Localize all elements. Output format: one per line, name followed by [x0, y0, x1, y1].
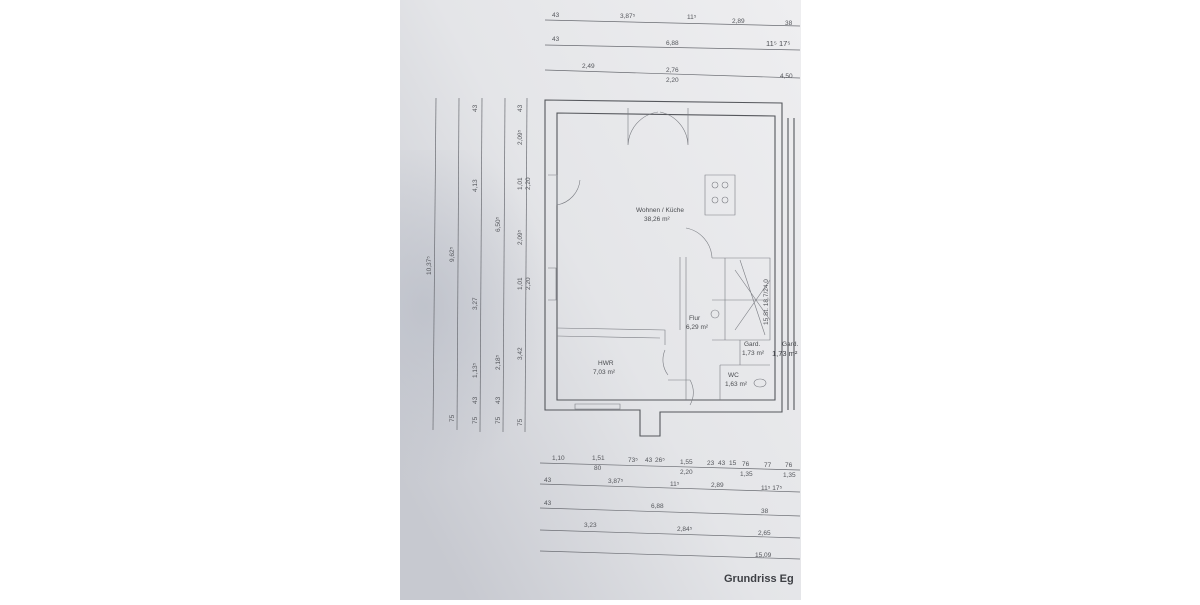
- dim-label: 76: [742, 461, 750, 468]
- dim-label: 23: [707, 460, 715, 467]
- dim-label: 2,20: [525, 277, 532, 290]
- top-dimension-lines: 43 3,87⁵ 11⁵ 2,89 38 43 6,88 11⁵ 17⁵ 2,4…: [544, 12, 801, 84]
- dim-label: 9,62⁵: [449, 246, 456, 262]
- dim-label: 80: [594, 465, 602, 472]
- dim-label: 26⁵: [655, 457, 665, 464]
- left-dimension-lines: 10,37⁵ 9,62⁵ 75 43 4,13 3,27 1,13⁵ 43 75…: [426, 97, 532, 433]
- bottom-dimension-lines: 1,10 1,51 80 73⁵ 43 26⁵ 1,55 2,20 23 43 …: [539, 455, 801, 560]
- room-name-hwr: HWR: [598, 360, 614, 367]
- room-name-gard: Gard.: [744, 341, 760, 348]
- dim-label: 2,84⁵: [677, 526, 693, 533]
- dim-label: 2,18⁵: [495, 354, 502, 370]
- dim-label: 3,27: [472, 297, 479, 310]
- dim-label: 3,87⁵: [620, 13, 636, 20]
- room-name-wc: WC: [728, 372, 739, 379]
- dim-label: 43: [544, 477, 552, 484]
- dim-label: 2,20: [666, 77, 679, 84]
- dim-label: 2,49: [582, 63, 595, 70]
- dim-label: 2,09⁵: [517, 229, 524, 245]
- dim-label: 43: [517, 104, 524, 112]
- dim-label: 76: [785, 462, 793, 469]
- dim-label: 11⁵ 17⁵: [761, 485, 782, 492]
- stair-label: 15 St. 18,7/24,0: [763, 279, 770, 325]
- room-area-wohnen-kueche: 38,26 m²: [644, 216, 670, 223]
- dim-label: 43: [472, 104, 479, 112]
- dim-label: 11⁵: [670, 481, 680, 488]
- room-labels: Wohnen / Küche 38,26 m² Flur 6,29 m² HWR…: [593, 207, 798, 388]
- dim-label: 2,89: [711, 482, 724, 489]
- room-name-flur: Flur: [689, 315, 701, 322]
- dim-label: 75: [495, 416, 502, 424]
- dim-label: 2,76: [666, 67, 679, 74]
- dim-label: 43: [645, 457, 653, 464]
- dim-label: 15,09: [755, 552, 772, 559]
- dim-label: 43: [472, 396, 479, 404]
- dim-label: 77: [764, 462, 772, 469]
- dim-label: 1,35: [783, 472, 796, 479]
- dim-label: 6,88: [666, 40, 679, 47]
- dim-label: 43: [495, 396, 502, 404]
- dim-label: 43: [544, 500, 552, 507]
- dim-label: 43: [718, 460, 726, 467]
- dim-label: 75: [517, 418, 524, 426]
- room-name-gard-neighbor: Gard.: [782, 341, 798, 348]
- dim-label: 1,51: [592, 455, 605, 462]
- dim-label: 75: [472, 416, 479, 424]
- dim-label: 11⁵: [687, 14, 697, 21]
- dim-label: 2,89: [732, 18, 745, 25]
- room-area-hwr: 7,03 m²: [593, 369, 616, 376]
- room-area-gard-neighbor: 1,73 m²: [772, 349, 798, 358]
- dim-label: 1,01: [517, 277, 524, 290]
- dim-label: 1,35: [740, 471, 753, 478]
- dim-label: 6,50⁵: [495, 216, 502, 232]
- dim-label: 3,23: [584, 522, 597, 529]
- dim-label: 38: [785, 20, 793, 27]
- dim-label: 3,87⁵: [608, 478, 624, 485]
- dim-label: 1,55: [680, 459, 693, 466]
- dim-label: 38: [761, 508, 769, 515]
- dim-label: 1,01: [517, 177, 524, 190]
- dim-label: 2,20: [525, 177, 532, 190]
- dim-label: 11⁵ 17⁵: [766, 39, 790, 48]
- room-area-wc: 1,63 m²: [725, 381, 748, 388]
- dim-label: 4,50: [780, 73, 793, 80]
- walls: [544, 99, 795, 437]
- shadow: [400, 150, 650, 500]
- dim-label: 4,13: [472, 179, 479, 192]
- dim-label: 2,65: [758, 530, 771, 537]
- dim-label: 73⁵: [628, 457, 638, 464]
- dim-label: 15: [729, 460, 737, 467]
- plan-title: Grundriss Eg: [724, 573, 794, 585]
- dim-label: 6,88: [651, 503, 664, 510]
- dim-label: 1,13⁵: [472, 362, 479, 378]
- room-area-gard: 1,73 m²: [742, 350, 765, 357]
- dim-label: 3,42: [517, 347, 524, 360]
- dim-label: 10,37⁵: [426, 256, 433, 275]
- dim-label: 43: [552, 12, 560, 19]
- dim-label: 43: [552, 36, 560, 43]
- dim-label: 2,20: [680, 469, 693, 476]
- room-name-wohnen-kueche: Wohnen / Küche: [636, 207, 684, 214]
- room-area-flur: 6,29 m²: [686, 324, 709, 331]
- floor-plan-photo: 43 3,87⁵ 11⁵ 2,89 38 43 6,88 11⁵ 17⁵ 2,4…: [400, 0, 801, 600]
- floor-plan-drawing: 43 3,87⁵ 11⁵ 2,89 38 43 6,88 11⁵ 17⁵ 2,4…: [400, 0, 801, 600]
- dim-label: 1,10: [552, 455, 565, 462]
- dim-label: 75: [449, 414, 456, 422]
- dim-label: 2,09⁵: [517, 129, 524, 145]
